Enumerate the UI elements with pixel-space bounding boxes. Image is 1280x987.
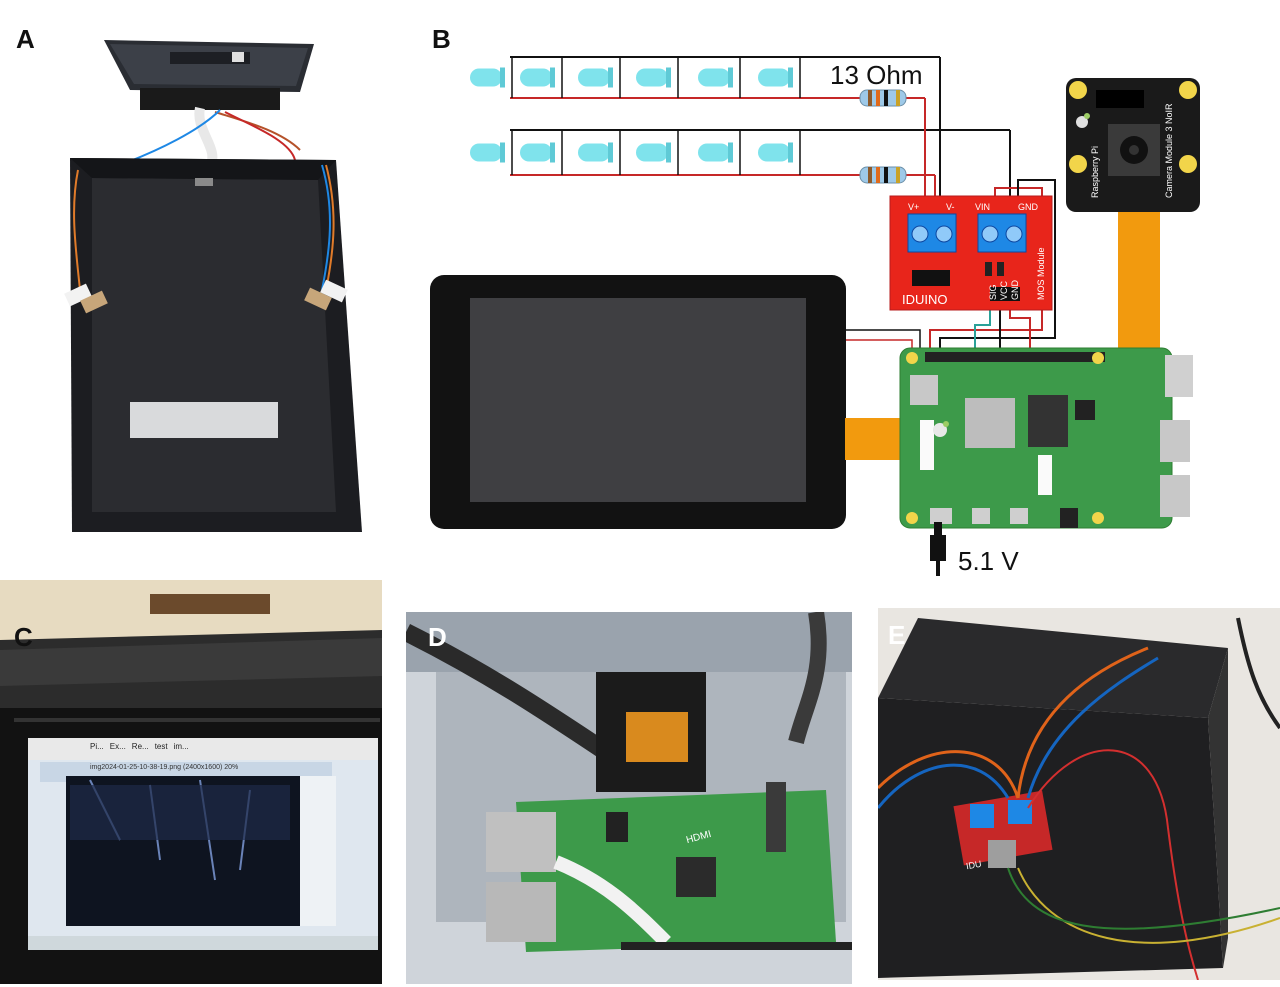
resistor-icon (859, 166, 907, 184)
mosfet-driver-board: V+ V- VIN GND IDUINO MOS Module SIG VCC … (889, 195, 1053, 311)
camera-name-label: Camera Module 3 NoIR (1164, 103, 1174, 198)
raspberry-pi-board (899, 347, 1193, 529)
panel-b: B 13 Ohm (410, 0, 1280, 580)
panel-a: A (0, 0, 400, 550)
led-icon (578, 57, 621, 98)
driver-vminus-label: V- (946, 202, 955, 212)
panel-e-label: E (888, 620, 906, 650)
led-icon (520, 57, 563, 98)
raspberry-logo-icon (1076, 113, 1090, 128)
led-icon (470, 57, 513, 98)
led-icon (636, 130, 679, 175)
resistor-label: 13 Ohm (830, 60, 923, 90)
led-icon (636, 57, 679, 98)
panel-b-label: B (432, 24, 451, 54)
taskbar-item[interactable]: Re... (131, 742, 149, 751)
led-icon (470, 130, 513, 175)
touch-display (430, 275, 846, 529)
driver-vplus-label: V+ (908, 202, 919, 212)
driver-brand-label: IDUINO (902, 292, 948, 307)
driver-pin-sig: SIG (988, 284, 998, 300)
raspberry-logo-icon (933, 421, 949, 437)
screen-title: img2024-01-25-10-38-19.png (2400x1600) 2… (90, 764, 239, 771)
panel-d: D HDMI (406, 612, 852, 984)
panel-a-photo (0, 0, 400, 550)
panel-e-photo (878, 608, 1280, 980)
camera-ribbon-cable (1060, 205, 1160, 508)
wiring-diagram: 13 Ohm V+ V- VIN GND (430, 56, 1200, 576)
resistor-icon (859, 89, 907, 107)
panel-a-label: A (16, 24, 35, 54)
panel-c-photo (0, 580, 382, 984)
led-icon (758, 57, 801, 98)
panel-d-label: D (428, 622, 447, 652)
panel-c: C img2024-01-25-10-38-19.png (2400x1600)… (0, 580, 382, 984)
power-plug (930, 522, 946, 576)
led-icon (698, 130, 741, 175)
driver-vin-label: VIN (975, 202, 990, 212)
panel-d-photo (406, 612, 852, 984)
led-icon (520, 130, 563, 175)
camera-module: Raspberry Pi Camera Module 3 NoIR (1066, 78, 1200, 212)
driver-pin-gnd: GND (1010, 280, 1020, 301)
led-icon (698, 57, 741, 98)
taskbar: Pi... Ex... Re... test im... (90, 742, 189, 751)
taskbar-item[interactable]: test (154, 742, 168, 751)
taskbar-item[interactable]: Ex... (109, 742, 126, 751)
panel-c-label: C (14, 622, 33, 652)
taskbar-item[interactable]: im... (173, 742, 189, 751)
camera-brand-label: Raspberry Pi (1090, 146, 1100, 198)
panel-e: E IDU (878, 608, 1280, 980)
driver-pin-vcc: VCC (999, 280, 1009, 300)
taskbar-item[interactable]: Pi... (90, 742, 104, 751)
led-icon (758, 130, 801, 175)
led-icon (578, 130, 621, 175)
power-label: 5.1 V (958, 546, 1019, 576)
led-row-2 (510, 129, 1010, 176)
led-row-1 (510, 56, 940, 99)
driver-gnd-label: GND (1018, 202, 1039, 212)
driver-module-label: MOS Module (1036, 247, 1046, 300)
